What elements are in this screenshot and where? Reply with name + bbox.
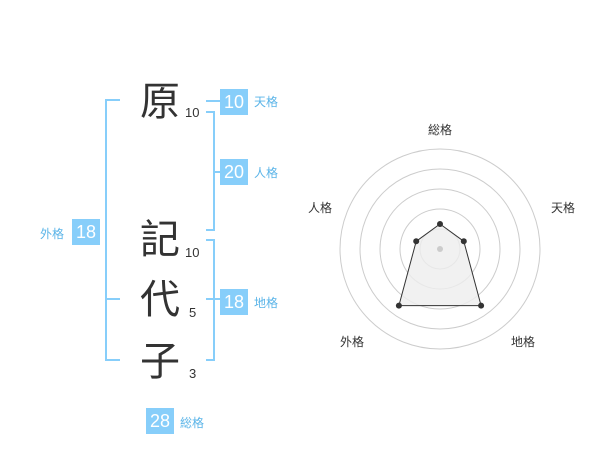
stroke-count-3: 5 bbox=[189, 305, 197, 320]
soukaku-label: 総格 bbox=[180, 416, 205, 430]
radar-label-chikaku: 地格 bbox=[511, 335, 536, 349]
name-char-2: 記 bbox=[140, 217, 180, 263]
radar-point-1 bbox=[437, 221, 443, 227]
radar-point-2 bbox=[460, 238, 467, 245]
radar-label-gaikaku: 外格 bbox=[340, 335, 365, 349]
radar-ring-5 bbox=[339, 148, 541, 350]
radar-point-4 bbox=[395, 302, 402, 309]
chikaku-badge: 18 bbox=[220, 289, 248, 315]
radar-label-soukaku: 総格 bbox=[428, 123, 453, 137]
radar-ring-3 bbox=[379, 188, 501, 310]
radar-point-5 bbox=[413, 238, 420, 245]
gaikaku-badge: 18 bbox=[72, 219, 100, 245]
name-char-3: 代 bbox=[140, 277, 180, 323]
stroke-count-1: 10 bbox=[185, 105, 200, 120]
tenkaku-badge: 10 bbox=[220, 89, 248, 115]
stroke-count-4: 3 bbox=[189, 366, 197, 381]
soukaku-badge: 28 bbox=[146, 408, 174, 434]
stroke-count-2: 10 bbox=[185, 245, 200, 260]
chikaku-label: 地格 bbox=[254, 296, 279, 310]
name-char-1: 原 bbox=[140, 79, 180, 125]
radar-center bbox=[437, 246, 443, 252]
gaikaku-bracket bbox=[105, 99, 120, 361]
radar-label-jinkaku: 人格 bbox=[308, 201, 333, 215]
tenkaku-label: 天格 bbox=[254, 95, 279, 109]
radar-ring-4 bbox=[359, 168, 521, 330]
radar-polygon bbox=[398, 223, 482, 307]
radar-label-tenkaku: 天格 bbox=[551, 201, 576, 215]
jinkaku-label: 人格 bbox=[254, 166, 279, 180]
name-char-4: 子 bbox=[140, 339, 180, 385]
radar-point-3 bbox=[478, 302, 485, 309]
jinkaku-badge: 20 bbox=[220, 159, 248, 185]
gaikaku-label: 外格 bbox=[40, 227, 65, 241]
